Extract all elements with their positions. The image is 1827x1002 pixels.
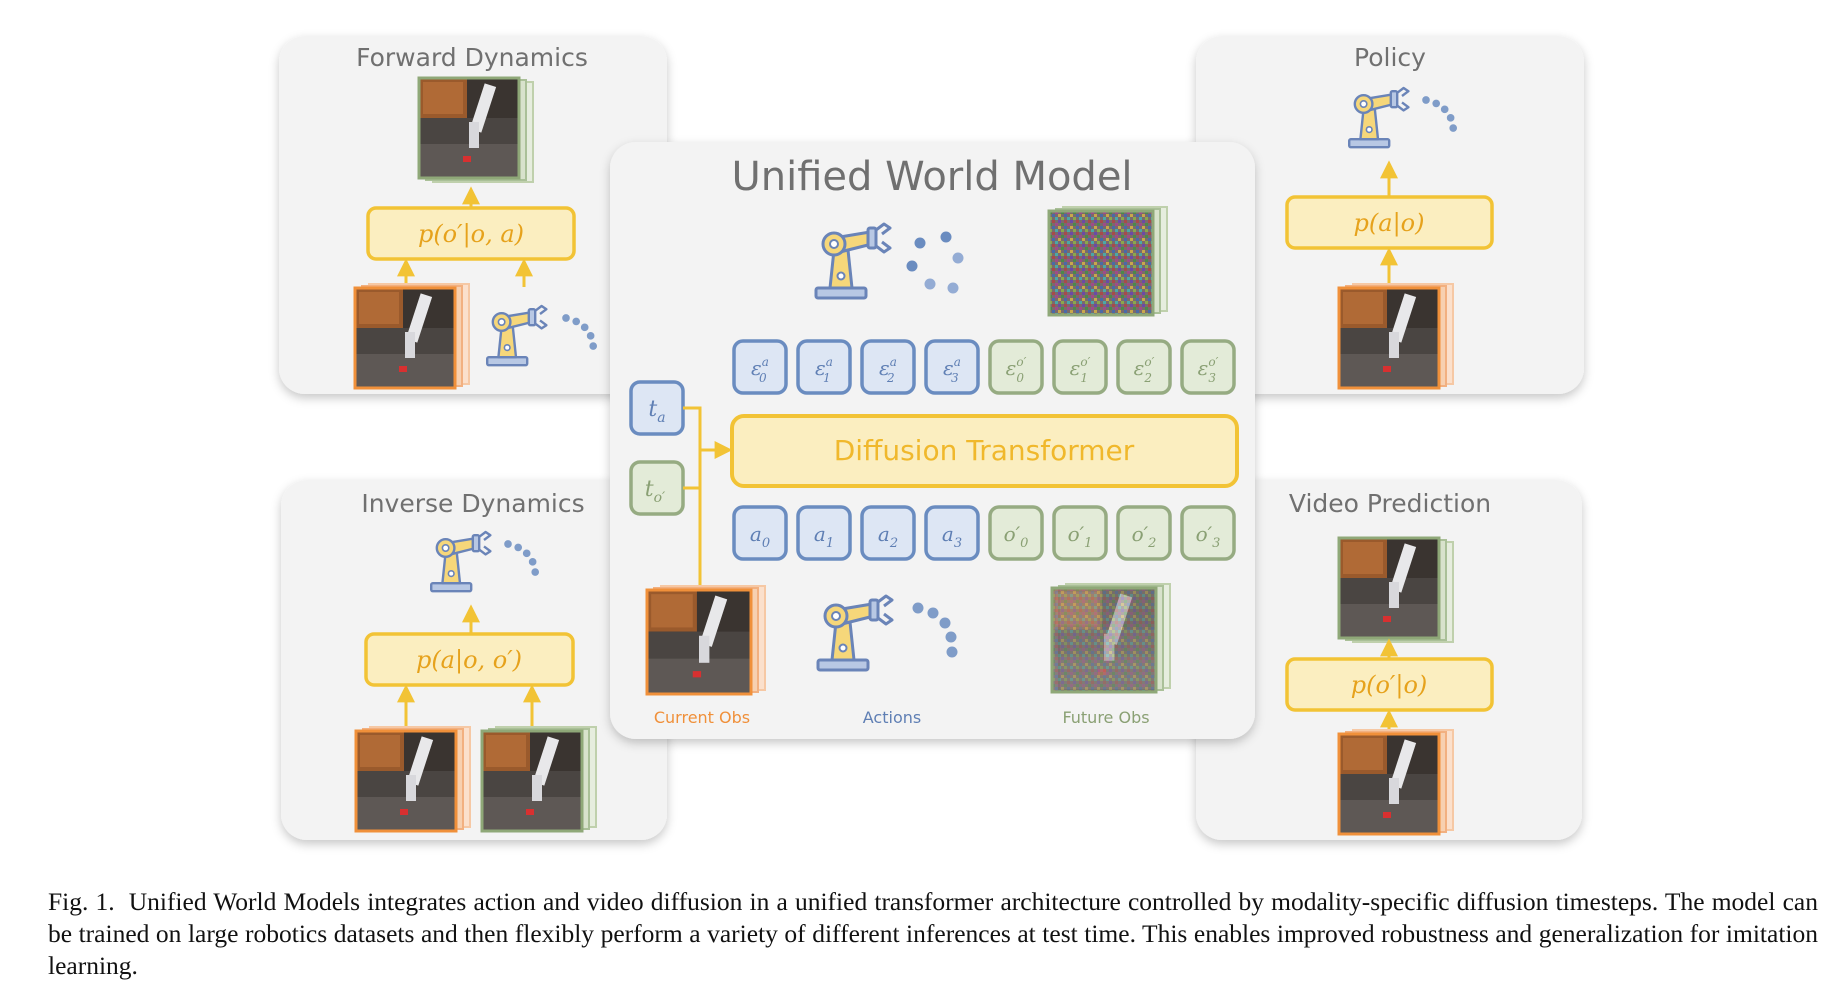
svg-text:εa0: εa0 <box>751 355 769 385</box>
forward-dynamics-panel: Forward Dynamics p(o′|o, a) <box>279 36 667 394</box>
video-prediction-title: Video Prediction <box>1289 489 1491 518</box>
svg-text:εo′0: εo′0 <box>1006 355 1027 385</box>
svg-text:εo′2: εo′2 <box>1134 355 1155 385</box>
inverse-dynamics-formula: p(a|o, o′) <box>416 646 522 675</box>
observation-token: o′1 <box>1052 505 1108 561</box>
current-obs-label: Current Obs <box>654 708 750 727</box>
timestep-observation-token: to′ <box>629 460 685 516</box>
policy-panel: Policy p(a|o) <box>1196 36 1584 394</box>
forward-dynamics-title: Forward Dynamics <box>356 43 588 72</box>
observation-noise-token: εo′0 <box>988 339 1044 395</box>
input-token-row: a0 a1 a2 a3 o′0 o′1 o′2 o′3 <box>732 505 1236 561</box>
action-trajectory-dots-icon <box>912 602 958 658</box>
inverse-dynamics-panel: Inverse Dynamics p(a|o, o′) <box>281 480 667 840</box>
next-observation-image <box>1337 536 1454 643</box>
svg-text:to′: to′ <box>645 477 666 506</box>
current-observation-image <box>645 585 766 696</box>
observation-noise-token: εo′1 <box>1052 339 1108 395</box>
action-token: a2 <box>860 505 916 561</box>
policy-title: Policy <box>1354 43 1426 72</box>
observation-noise-token: εo′2 <box>1116 339 1172 395</box>
next-observation-image <box>480 726 597 833</box>
svg-text:o′2: o′2 <box>1132 522 1157 551</box>
current-observation-image <box>1337 729 1454 836</box>
svg-text:εa1: εa1 <box>815 355 833 385</box>
next-observation-image <box>417 76 534 183</box>
observation-token: o′2 <box>1116 505 1172 561</box>
svg-text:o′1: o′1 <box>1068 522 1093 551</box>
figure-number: Fig. 1. <box>48 887 115 916</box>
unified-world-model-title: Unified World Model <box>731 154 1132 200</box>
svg-text:εa3: εa3 <box>943 355 961 385</box>
current-observation-image <box>354 726 471 833</box>
svg-text:a3: a3 <box>942 522 962 551</box>
action-token: a0 <box>732 505 788 561</box>
future-observation-image <box>1050 583 1171 694</box>
svg-text:εo′3: εo′3 <box>1198 355 1219 385</box>
action-token: a1 <box>796 505 852 561</box>
actions-label: Actions <box>863 708 921 727</box>
svg-text:o′0: o′0 <box>1004 522 1029 551</box>
figure-caption: Fig. 1.Unified World Models integrates a… <box>48 886 1818 982</box>
observation-noise-token: εo′3 <box>1180 339 1236 395</box>
noise-image <box>1047 206 1168 317</box>
observation-token: o′3 <box>1180 505 1236 561</box>
current-observation-image <box>353 283 470 390</box>
inverse-dynamics-title: Inverse Dynamics <box>361 489 584 518</box>
current-observation-image <box>1337 283 1454 390</box>
figure-caption-text: Unified World Models integrates action a… <box>48 887 1818 980</box>
observation-token: o′0 <box>988 505 1044 561</box>
forward-dynamics-formula: p(o′|o, a) <box>418 220 524 249</box>
action-token: a3 <box>924 505 980 561</box>
diffusion-transformer-block: Diffusion Transformer <box>730 414 1239 488</box>
unified-world-model-diagram: Forward Dynamics p(o′|o, a) Inverse Dyna… <box>279 36 1584 840</box>
svg-text:o′3: o′3 <box>1196 522 1221 551</box>
svg-text:a0: a0 <box>750 522 770 551</box>
inverse-dynamics-formula-box <box>364 632 575 687</box>
policy-formula: p(a|o) <box>1354 209 1425 238</box>
video-prediction-formula: p(o′|o) <box>1351 671 1428 700</box>
timestep-action-token: ta <box>629 380 685 436</box>
video-prediction-panel: Video Prediction p(o′|o) <box>1196 480 1582 840</box>
noisy-action-dots-icon <box>906 231 964 294</box>
svg-text:a1: a1 <box>814 522 834 551</box>
forward-dynamics-formula-box <box>366 206 576 261</box>
svg-text:ta: ta <box>648 397 665 426</box>
svg-text:εo′1: εo′1 <box>1070 355 1091 385</box>
svg-text:a2: a2 <box>878 522 898 551</box>
diffusion-transformer-label: Diffusion Transformer <box>834 434 1135 467</box>
future-obs-label: Future Obs <box>1062 708 1149 727</box>
svg-text:εa2: εa2 <box>879 355 897 385</box>
timestep-connector <box>683 406 733 586</box>
